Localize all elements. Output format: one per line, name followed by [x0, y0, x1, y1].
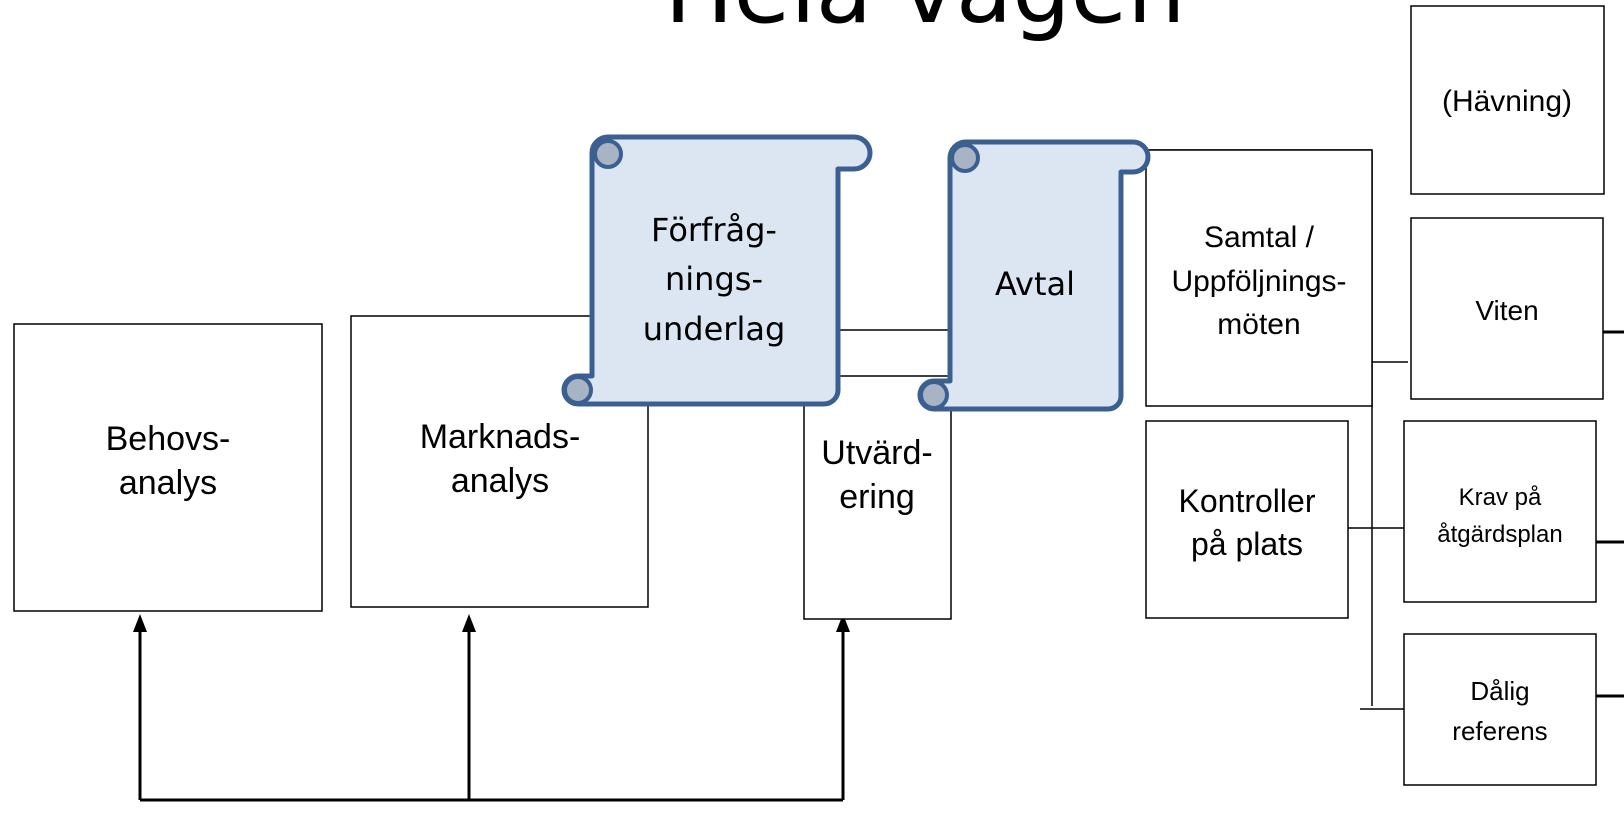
- diagram-title: Hela vägen: [664, 0, 1185, 44]
- box-label: Uppföljnings-: [1171, 265, 1346, 298]
- box-label: Kontroller: [1179, 483, 1316, 519]
- box-label: referens: [1452, 716, 1547, 746]
- box-viten: Viten: [1410, 217, 1604, 400]
- arrow-head-utvardering: [836, 614, 850, 632]
- scroll-curl-top: [950, 143, 980, 173]
- box-label: Behovs-: [106, 420, 231, 458]
- arrow-head-marknadsanalys: [462, 614, 476, 632]
- scroll-curl-bottom: [919, 380, 949, 410]
- box-samtal: Samtal / Uppföljnings- möten: [1145, 149, 1373, 407]
- box-label: Viten: [1475, 295, 1538, 326]
- scroll-avtal: Avtal: [917, 139, 1151, 412]
- box-label: på plats: [1191, 526, 1303, 562]
- scroll-label: Förfråg-: [651, 211, 777, 249]
- box-label: Krav på: [1459, 484, 1542, 511]
- feedback-arrows: [138, 630, 845, 802]
- box-label: ering: [839, 478, 915, 516]
- box-label: (Hävning): [1442, 85, 1572, 118]
- box-behovsanalys: Behovs- analys: [13, 323, 323, 612]
- scroll-curl-top: [593, 139, 623, 169]
- scroll-forfragningsunderlag: Förfråg- nings- underlag: [561, 134, 873, 407]
- box-label: Dålig: [1470, 676, 1529, 706]
- box-dalig: Dålig referens: [1403, 633, 1597, 786]
- box-label: analys: [119, 464, 217, 502]
- box-label: analys: [451, 462, 549, 500]
- box-havning: (Hävning): [1410, 5, 1605, 195]
- box-utvardering: Utvärd- ering: [803, 375, 952, 620]
- box-kontroller: Kontroller på plats: [1145, 420, 1349, 619]
- box-label: åtgärdsplan: [1437, 521, 1562, 548]
- box-label: Marknads-: [420, 418, 581, 456]
- box-krav: Krav på åtgärdsplan: [1403, 420, 1597, 603]
- scroll-label: underlag: [643, 310, 786, 348]
- box-label: möten: [1217, 308, 1300, 341]
- scroll-curl-bottom: [563, 375, 593, 405]
- scroll-label: nings-: [665, 260, 763, 298]
- arrow-head-behovsanalys: [133, 614, 147, 632]
- scroll-label: Avtal: [995, 265, 1075, 303]
- box-label: Utvärd-: [821, 434, 932, 472]
- box-label: Samtal /: [1204, 221, 1315, 254]
